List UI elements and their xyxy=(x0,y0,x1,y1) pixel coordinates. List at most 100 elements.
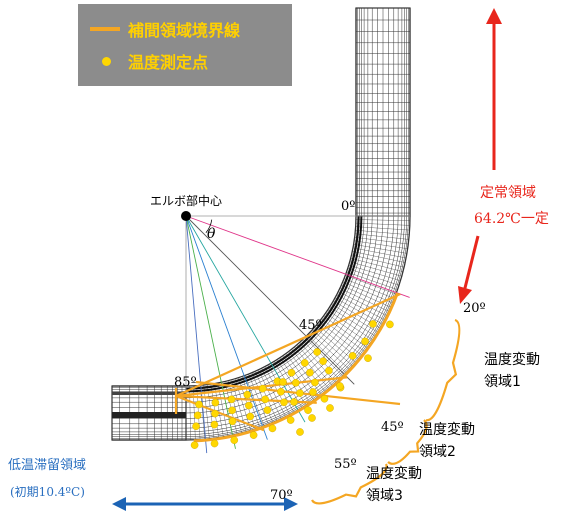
measurement-point xyxy=(263,406,272,414)
angle-label-45-center: 45º xyxy=(299,318,322,333)
measurement-point xyxy=(336,382,344,390)
measurement-point xyxy=(228,417,237,426)
measurement-point xyxy=(261,395,269,404)
measurement-point xyxy=(309,388,317,396)
measurement-point xyxy=(193,411,202,420)
measurement-point xyxy=(319,357,327,366)
ray-70deg xyxy=(185,215,268,440)
measurement-point xyxy=(386,320,394,329)
measurement-point xyxy=(326,404,334,412)
bend-radial-line xyxy=(323,315,368,348)
bend-radial-line xyxy=(355,230,410,235)
measurement-point xyxy=(195,400,203,409)
ray-60deg xyxy=(185,215,306,423)
bend-radial-line xyxy=(352,247,407,259)
bend-radial-line xyxy=(309,332,350,370)
measurement-point xyxy=(308,414,316,422)
bend-radial-line xyxy=(261,368,286,417)
ray-78deg xyxy=(185,215,236,449)
low-temp-region-label: 低温滞留領域 xyxy=(8,458,87,473)
ray-85deg xyxy=(185,215,208,454)
measurement-point xyxy=(210,439,219,448)
steady-arrow-bottom-head xyxy=(458,286,472,304)
measurement-point xyxy=(230,436,239,444)
measurement-point xyxy=(245,401,253,410)
measurement-point xyxy=(258,384,267,393)
orange-line-icon xyxy=(90,27,120,31)
bend-radial-line xyxy=(339,288,389,312)
initial-temp-label: (初期10.4ºC) xyxy=(10,485,85,499)
legend-boundary-label: 補間領域境界線 xyxy=(128,21,241,40)
bend-radial-line xyxy=(354,240,408,249)
measurement-point xyxy=(304,406,312,414)
fluct-region-2-line2: 領域2 xyxy=(419,444,456,460)
measurement-point xyxy=(286,416,295,424)
bend-radial-line xyxy=(355,226,410,231)
bend-radial-line xyxy=(200,385,205,440)
bend-radial-line xyxy=(354,237,409,245)
bend-radial-line xyxy=(207,384,215,439)
steady-temp-label: 64.2℃一定 xyxy=(474,211,549,227)
measurement-point xyxy=(364,354,372,362)
bend-radial-line xyxy=(294,346,329,389)
low-temp-arrow-right-head xyxy=(284,497,298,511)
bend-radial-line xyxy=(352,251,406,263)
bend-radial-line xyxy=(348,264,401,281)
bend-radial-line xyxy=(304,337,343,377)
measurement-point xyxy=(313,348,321,356)
fluct-region-1-line2: 領域1 xyxy=(484,374,521,390)
measurement-point xyxy=(228,406,236,415)
measurement-point xyxy=(210,420,219,429)
measurement-point xyxy=(369,320,377,328)
bend-radial-line xyxy=(282,355,314,401)
bend-radial-line xyxy=(307,334,347,373)
bend-radial-line xyxy=(355,222,410,226)
bend-radial-line xyxy=(347,268,400,286)
brace-region-2 xyxy=(387,419,428,465)
measurement-point xyxy=(361,337,369,346)
fluct-region-1-line1: 温度変動 xyxy=(484,352,540,368)
bend-radial-line xyxy=(321,318,365,352)
fluct-region-3-line2: 領域3 xyxy=(366,488,403,504)
measurement-point xyxy=(190,441,199,449)
measurement-point xyxy=(280,398,288,407)
bend-radial-line xyxy=(329,306,376,337)
bend-radial-line xyxy=(327,309,373,341)
angle-label-70: 70º xyxy=(270,488,293,503)
bend-radial-line xyxy=(355,219,410,221)
angle-label-0: 0º xyxy=(341,199,356,214)
measurement-point xyxy=(290,398,298,406)
fluct-region-2-line1: 温度変動 xyxy=(419,422,475,438)
theta-arc xyxy=(205,219,213,233)
bend-radial-line xyxy=(203,385,210,439)
measurement-point xyxy=(211,398,220,407)
bend-radial-line xyxy=(288,351,322,395)
measurement-point xyxy=(227,395,236,404)
measurement-point xyxy=(325,366,333,375)
steady-region-label: 定常領域 xyxy=(480,185,536,201)
angle-label-45: 45º xyxy=(381,420,404,435)
steady-arrow-bottom-shaft xyxy=(462,235,480,293)
measurement-point xyxy=(243,390,252,399)
elbow-center-label: エルボ部中心 xyxy=(150,194,223,208)
bend-radial-line xyxy=(241,376,260,428)
horizontal-pipe-dense-band xyxy=(112,412,186,418)
low-temp-arrow-left-head xyxy=(112,497,126,511)
measurement-point xyxy=(211,409,219,418)
angle-label-85: 85º xyxy=(174,375,197,390)
measurement-point xyxy=(277,387,285,396)
bend-radial-line xyxy=(345,275,397,295)
yellow-dot-icon xyxy=(102,57,111,66)
bend-radial-line xyxy=(350,258,404,272)
measurement-point xyxy=(246,412,254,421)
brace-region-1 xyxy=(425,318,461,422)
bend-radial-line xyxy=(351,254,405,268)
outer-wall-boundary xyxy=(193,292,399,443)
measurement-point xyxy=(192,422,200,431)
horizontal-pipe-wall-band xyxy=(112,392,186,395)
bend-radial-line xyxy=(346,271,398,290)
measurement-point xyxy=(268,424,277,433)
bend-radial-line xyxy=(338,291,387,316)
